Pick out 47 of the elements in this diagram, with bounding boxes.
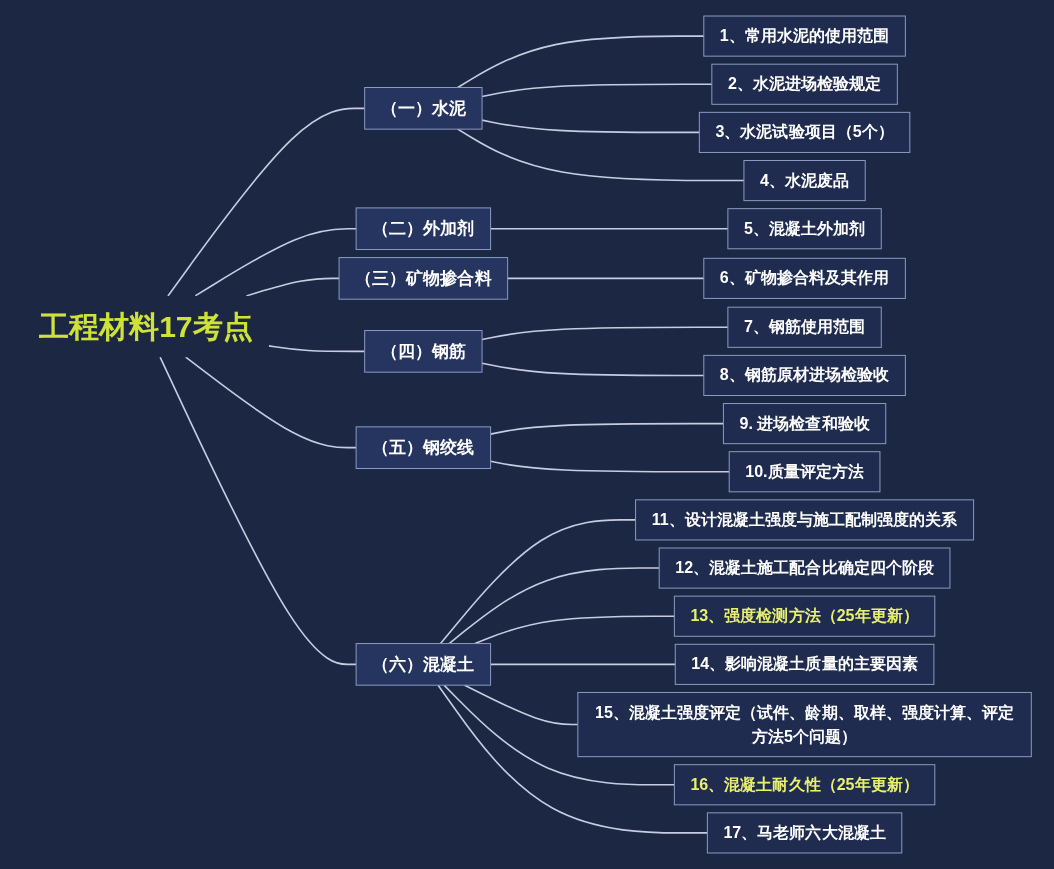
node-box: 15、混凝土强度评定（试件、龄期、取样、强度计算、评定方法5个问题） xyxy=(577,691,1032,758)
node-box: 13、强度检测方法（25年更新） xyxy=(673,595,936,637)
node-box: 10.质量评定方法 xyxy=(728,451,881,493)
node-box: （四）钢筋 xyxy=(364,330,483,373)
connector xyxy=(448,567,661,645)
connector xyxy=(456,128,745,182)
connector xyxy=(489,663,677,666)
node-box: 17、马老师六大混凝土 xyxy=(706,812,903,854)
connector xyxy=(481,119,701,134)
connector xyxy=(489,227,729,230)
node-box: 5、混凝土外加剂 xyxy=(727,208,882,250)
node-box: 8、钢筋原材进场检验收 xyxy=(703,354,906,396)
node-box: 12、混凝土施工配合比确定四个阶段 xyxy=(658,547,951,589)
connector xyxy=(489,460,730,473)
connector xyxy=(481,83,713,98)
node-box: （三）矿物掺合料 xyxy=(338,257,509,300)
node-box: （五）钢绞线 xyxy=(355,426,492,469)
connector xyxy=(481,362,705,377)
connector xyxy=(474,615,676,645)
node-box: 14、影响混凝土质量的主要因素 xyxy=(674,643,935,685)
node-box: 16、混凝土耐久性（25年更新） xyxy=(673,764,936,806)
node-box: 7、钢筋使用范围 xyxy=(727,306,882,348)
connector xyxy=(245,277,340,297)
connector xyxy=(481,326,729,341)
node-box: （六）混凝土 xyxy=(355,643,492,686)
connector xyxy=(167,107,366,297)
connector xyxy=(443,684,676,786)
connector xyxy=(489,422,725,435)
node-text: 工程材料17考点 xyxy=(38,309,253,344)
node-box: 3、水泥试验项目（5个） xyxy=(698,111,911,153)
node-box: 2、水泥进场检验规定 xyxy=(711,63,898,105)
node-box: 11、设计混凝土强度与施工配制强度的关系 xyxy=(635,499,975,541)
connector xyxy=(268,345,366,353)
connector xyxy=(159,356,357,666)
connector xyxy=(437,684,709,834)
connector xyxy=(439,519,637,645)
node-box: 6、矿物掺合料及其作用 xyxy=(703,257,906,299)
node-box: 4、水泥废品 xyxy=(743,160,866,202)
node-box: 9. 进场检查和验收 xyxy=(722,403,887,445)
connector xyxy=(506,277,705,280)
connector xyxy=(194,227,357,297)
connector xyxy=(463,684,579,726)
connector xyxy=(184,356,357,449)
node-box: （一）水泥 xyxy=(364,87,483,130)
node-box: （二）外加剂 xyxy=(355,207,492,251)
connector xyxy=(456,35,705,89)
node-box: 1、常用水泥的使用范围 xyxy=(703,15,906,57)
